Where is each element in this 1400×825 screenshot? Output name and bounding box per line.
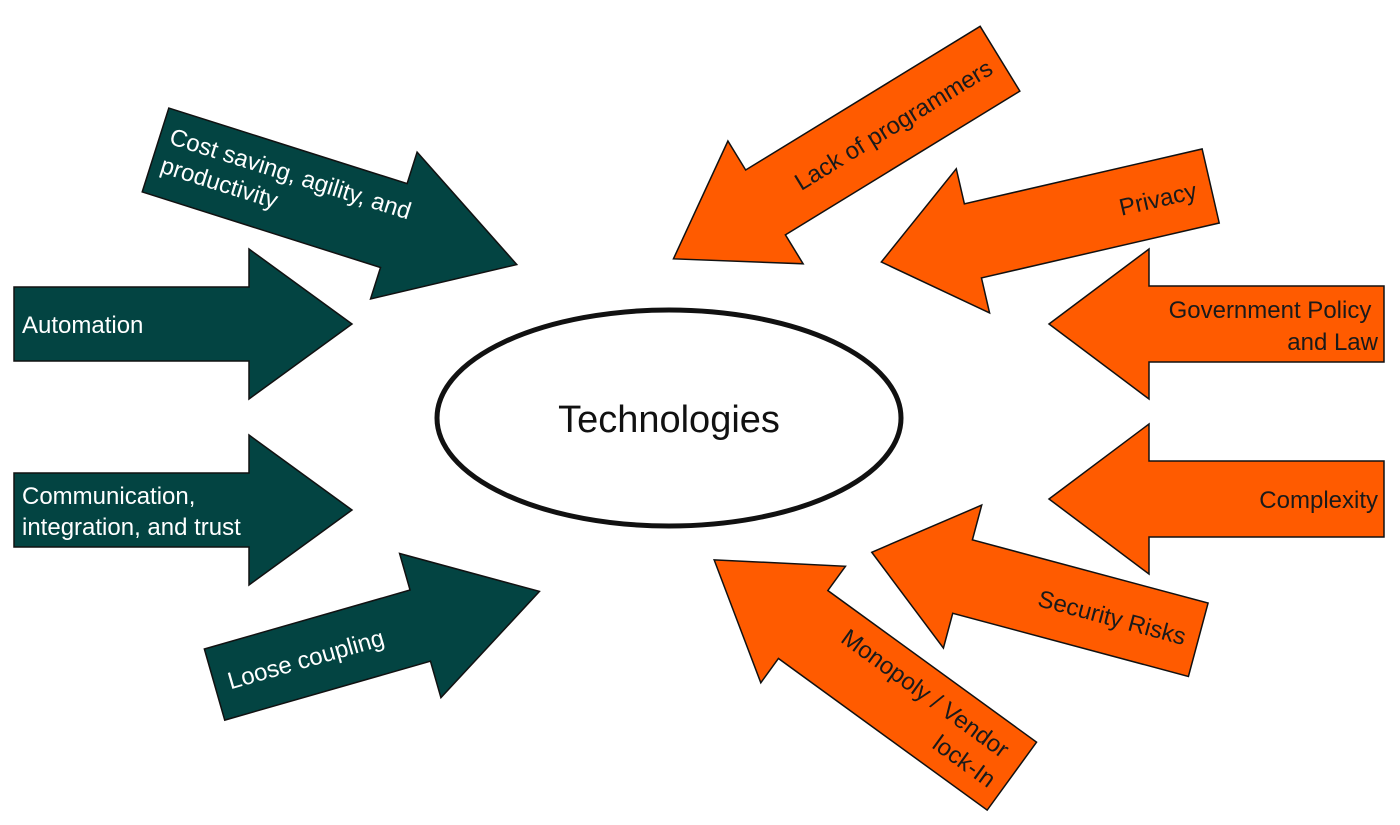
barrier-arrow-security-risks: Security Risks bbox=[870, 503, 1209, 678]
center-ellipse bbox=[434, 307, 904, 529]
barrier-label-line: and Law bbox=[1287, 329, 1378, 356]
driver-arrow-loose-coupling: Loose coupling bbox=[203, 552, 541, 722]
driver-label: Communication, integration, and trust bbox=[22, 483, 241, 541]
driver-label-line: Automation bbox=[22, 312, 143, 339]
driver-label-line: Communication, bbox=[22, 483, 195, 510]
barrier-arrow-complexity: Complexity bbox=[1047, 422, 1385, 576]
arrow-left-icon bbox=[880, 148, 1221, 315]
barriers-group: Lack of programmers Privacy Government P… bbox=[672, 25, 1385, 812]
driver-label-line: integration, and trust bbox=[22, 514, 241, 541]
driver-label: Automation bbox=[22, 312, 143, 339]
center-node: Technologies bbox=[434, 307, 904, 529]
arrow-left-icon bbox=[1047, 247, 1385, 401]
arrow-left-icon bbox=[713, 559, 1038, 812]
barrier-label-line: Complexity bbox=[1259, 487, 1378, 514]
arrow-left-icon bbox=[870, 503, 1209, 678]
driver-arrow-automation: Automation bbox=[13, 247, 354, 401]
barrier-arrow-government-policy: Government Policy and Law bbox=[1047, 247, 1385, 401]
arrow-left-icon bbox=[672, 25, 1021, 265]
barrier-label: Complexity bbox=[1259, 487, 1378, 514]
arrow-right-icon bbox=[13, 433, 354, 587]
barrier-label: Government Policy and Law bbox=[1169, 297, 1379, 356]
barrier-label-line: Government Policy bbox=[1169, 297, 1372, 324]
barrier-arrow-privacy: Privacy bbox=[880, 148, 1221, 315]
arrow-right-icon bbox=[141, 107, 519, 300]
center-label: Technologies bbox=[558, 399, 780, 441]
arrow-right-icon bbox=[203, 552, 541, 722]
drivers-group: Cost saving, agility, and productivity A… bbox=[13, 107, 541, 722]
driver-arrow-communication: Communication, integration, and trust bbox=[13, 433, 354, 587]
arrow-left-icon bbox=[1047, 422, 1385, 576]
arrow-right-icon bbox=[13, 247, 354, 401]
